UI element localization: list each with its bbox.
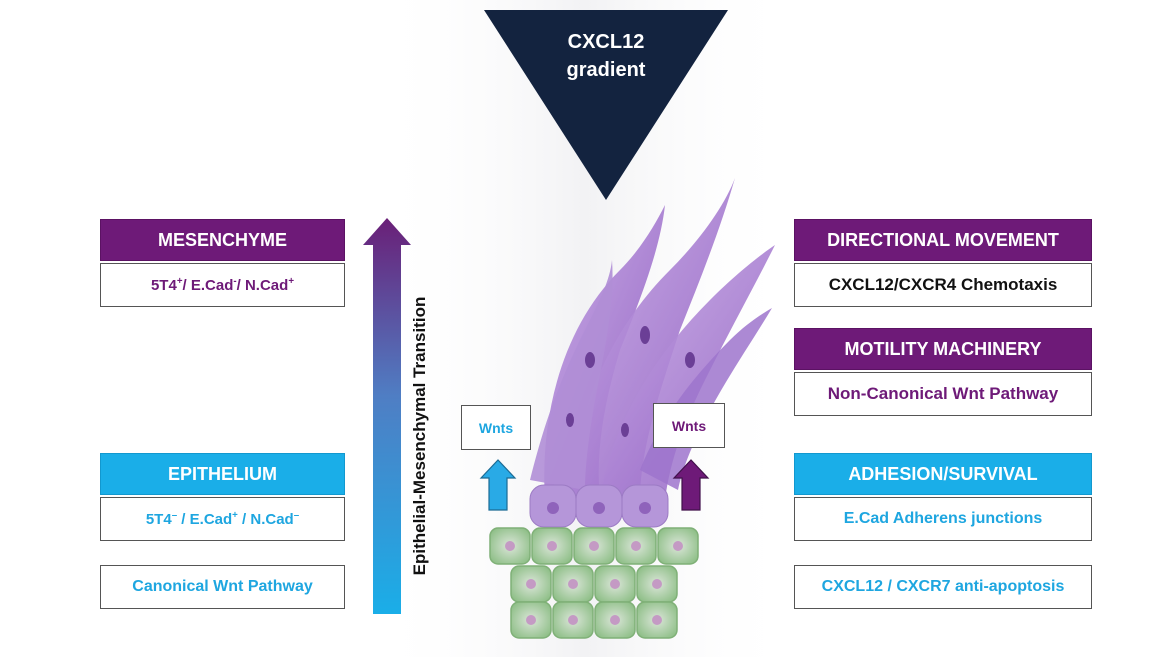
motility-machinery-title: MOTILITY MACHINERY: [844, 338, 1042, 359]
epithelial-cell-nucleus: [610, 615, 620, 625]
wnts-left-up-arrow: [479, 459, 517, 511]
emt-label: Epithelial-Mesenchymal Transition: [410, 296, 429, 576]
epithelial-cell-nucleus: [589, 541, 599, 551]
cxcl12-label-line2: gradient: [566, 59, 646, 81]
cxcl12-gradient-label: CXCL12 gradient: [540, 28, 672, 84]
cxcl12-label-line1: CXCL12: [567, 31, 645, 53]
noncanonical-wnt-box: Non-Canonical Wnt Pathway: [794, 372, 1092, 416]
motility-machinery-header: MOTILITY MACHINERY: [794, 328, 1092, 370]
mesenchyme-markers: 5T4+/ E.Cad-/ N.Cad+: [150, 276, 295, 294]
epithelium-markers: 5T4– / E.Cad+ / N.Cad–: [145, 510, 300, 528]
mesenchymal-cells-illustration: [530, 178, 775, 500]
mesenchyme-markers-box: 5T4+/ E.Cad-/ N.Cad+: [100, 263, 345, 307]
epithelial-cell-nucleus: [631, 541, 641, 551]
adhesion-survival-title: ADHESION/SURVIVAL: [848, 463, 1038, 484]
epithelial-cell-nucleus: [610, 579, 620, 589]
mesenchyme-title: MESENCHYME: [157, 229, 287, 250]
wnts-right-box: Wnts: [653, 403, 725, 448]
epithelium-header: EPITHELIUM: [100, 453, 345, 495]
epithelial-cell-nucleus: [526, 579, 536, 589]
noncanonical-wnt-label: Non-Canonical Wnt Pathway: [827, 384, 1059, 403]
transitional-cells: [529, 484, 669, 528]
epithelial-cell-nucleus: [505, 541, 515, 551]
anti-apoptosis-label: CXCL12 / CXCR7 anti-apoptosis: [821, 578, 1065, 595]
epithelium-markers-box: 5T4– / E.Cad+ / N.Cad–: [100, 497, 345, 541]
anti-apoptosis-box: CXCL12 / CXCR7 anti-apoptosis: [794, 565, 1092, 609]
directional-movement-title: DIRECTIONAL MOVEMENT: [827, 229, 1059, 250]
mesenchyme-header: MESENCHYME: [100, 219, 345, 261]
adherens-junctions-label: E.Cad Adherens junctions: [843, 510, 1043, 527]
wnts-left-label: Wnts: [478, 419, 514, 436]
adherens-junctions-box: E.Cad Adherens junctions: [794, 497, 1092, 541]
epithelium-title: EPITHELIUM: [167, 463, 277, 484]
wnts-right-label: Wnts: [671, 417, 707, 434]
directional-movement-header: DIRECTIONAL MOVEMENT: [794, 219, 1092, 261]
epithelial-cell-nucleus: [547, 541, 557, 551]
epithelial-cell-nucleus: [568, 615, 578, 625]
epithelial-cell-nucleus: [652, 615, 662, 625]
chemotaxis-label: CXCL12/CXCR4 Chemotaxis: [828, 275, 1058, 294]
emt-arrow: [363, 218, 411, 614]
cxcl12-gradient-triangle: [484, 10, 728, 200]
chemotaxis-box: CXCL12/CXCR4 Chemotaxis: [794, 263, 1092, 307]
epithelial-cell-nucleus: [526, 615, 536, 625]
epithelial-cell-nucleus: [673, 541, 683, 551]
wnts-left-box: Wnts: [461, 405, 531, 450]
epithelial-cells: [489, 527, 699, 639]
adhesion-survival-header: ADHESION/SURVIVAL: [794, 453, 1092, 495]
canonical-wnt-label: Canonical Wnt Pathway: [132, 578, 313, 595]
epithelial-cell-nucleus: [568, 579, 578, 589]
wnts-right-up-arrow: [672, 459, 710, 511]
canonical-wnt-box: Canonical Wnt Pathway: [100, 565, 345, 609]
epithelial-cell-nucleus: [652, 579, 662, 589]
